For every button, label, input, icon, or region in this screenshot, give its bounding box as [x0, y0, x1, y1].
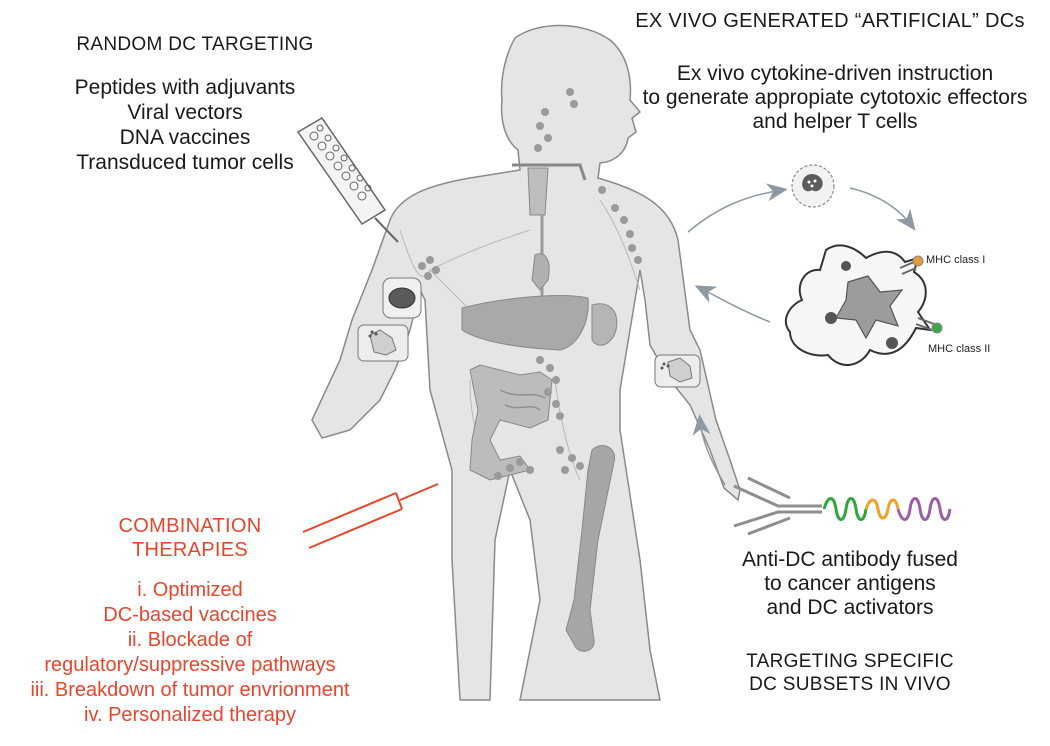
ex-vivo-description: Ex vivo cytokine-driven instruction to g…	[620, 62, 1050, 134]
random-item-2: Viral vectors	[127, 101, 243, 124]
intestines	[469, 364, 553, 481]
combination-item-6: iv. Personalized therapy	[84, 704, 296, 726]
antibody-description: Anti-DC antibody fused to cancer antigen…	[710, 548, 990, 620]
combination-needle-icon	[302, 483, 439, 549]
ex-vivo-cycle-arrows	[687, 183, 916, 486]
dendritic-cell	[784, 244, 943, 366]
antibody-line-1: Anti-DC antibody fused	[742, 548, 958, 571]
ex-vivo-line-1: Ex vivo cytokine-driven instruction	[676, 62, 994, 85]
syringe	[296, 117, 399, 243]
mhc-class-2-dot	[931, 322, 943, 334]
random-targeting-list: Peptides with adjuvants Viral vectors DN…	[20, 75, 350, 175]
mhc-class-1-label: MHC class I	[926, 254, 986, 266]
random-targeting-title: RANDOM DC TARGETING	[76, 34, 314, 55]
random-item-3: DNA vaccines	[119, 126, 251, 149]
ex-vivo-line-3: and helper T cells	[752, 110, 918, 133]
trachea	[527, 167, 549, 216]
targeting-specific-title: TARGETING SPECIFIC DC SUBSETS IN VIVO	[720, 650, 980, 696]
combination-title-line-1: COMBINATION	[118, 515, 262, 537]
combination-item-4: regulatory/suppressive pathways	[44, 654, 336, 676]
targeting-line-1: TARGETING SPECIFIC	[746, 651, 954, 672]
lymph-nodes	[418, 88, 642, 480]
combination-item-3: ii. Blockade of	[127, 629, 253, 651]
liver	[461, 295, 589, 351]
antigen-green-coil	[822, 497, 868, 521]
targeting-line-2: DC SUBSETS IN VIVO	[749, 674, 951, 695]
antibody-construct	[733, 476, 952, 536]
antibody-line-2: to cancer antigens	[764, 572, 936, 595]
random-item-4: Transduced tumor cells	[76, 151, 294, 174]
combination-item-1: i. Optimized	[137, 579, 243, 601]
body-silhouette	[311, 24, 741, 701]
antibody-line-3: and DC activators	[766, 596, 934, 619]
combination-list: i. Optimized DC-based vaccines ii. Block…	[0, 578, 380, 728]
mhc-class-2-label: MHC class II	[928, 343, 991, 355]
activator-purple-coil	[896, 497, 952, 521]
antigen-orange-coil	[864, 498, 900, 520]
monocyte-cell	[791, 164, 835, 208]
combination-item-5: iii. Breakdown of tumor envrionment	[30, 679, 350, 701]
ex-vivo-title: EX VIVO GENERATED “ARTIFICIAL” DCs	[635, 10, 1025, 32]
combination-title: COMBINATION THERAPIES	[90, 514, 290, 562]
combination-item-2: DC-based vaccines	[103, 604, 277, 626]
femur-bone	[565, 445, 616, 652]
random-item-1: Peptides with adjuvants	[74, 76, 296, 99]
stomach	[591, 303, 618, 346]
ex-vivo-line-2: to generate appropiate cytotoxic effecto…	[642, 86, 1028, 109]
mhc-class-1-dot	[912, 255, 924, 267]
human-body	[311, 24, 741, 701]
combination-title-line-2: THERAPIES	[131, 539, 249, 561]
